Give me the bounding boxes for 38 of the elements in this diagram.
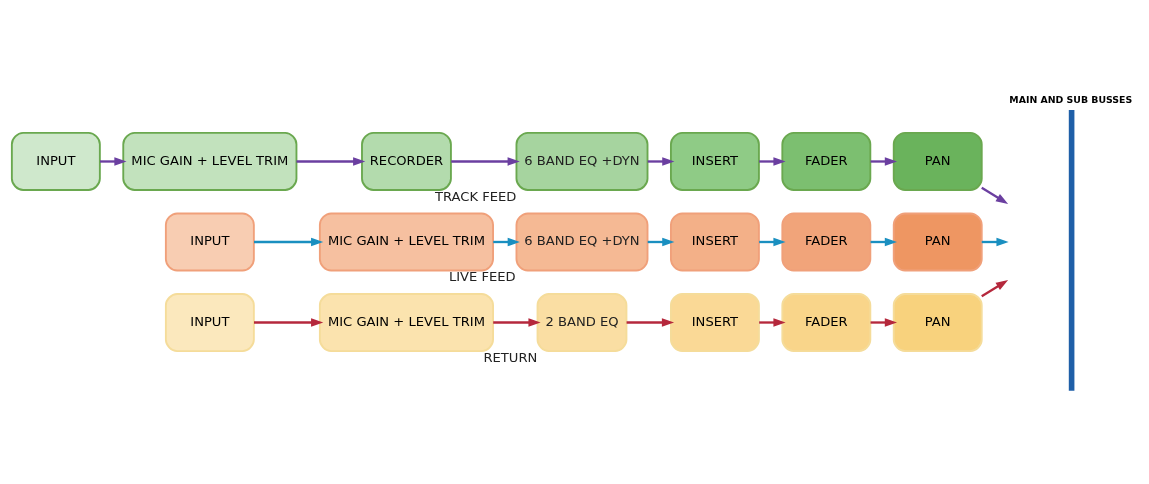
node-label: LIVE FEED — [448, 269, 516, 285]
node-box: INPUT — [164, 212, 255, 272]
arrow — [100, 157, 127, 166]
node-box: MIC GAIN + LEVEL TRIM — [318, 212, 494, 272]
node-box: PAN — [892, 132, 983, 191]
node-box: FADER — [781, 293, 872, 352]
node-box: MIC GAIN + LEVEL TRIM — [318, 293, 494, 352]
node-box: INSERT — [670, 212, 760, 272]
arrow — [981, 280, 1009, 298]
node-box: PAN — [892, 293, 983, 352]
node-box: 2 BAND EQ — [536, 293, 628, 352]
arrow — [870, 157, 897, 166]
arrow — [759, 318, 786, 327]
node-box: INPUT — [164, 293, 255, 352]
node-box: INPUT — [10, 132, 101, 191]
arrow — [296, 157, 366, 166]
node-box: MIC GAIN + LEVEL TRIM — [122, 132, 298, 191]
node-label: MAIN AND SUB BUSSES — [1009, 93, 1133, 105]
node-label: RETURN — [483, 349, 538, 365]
arrow — [626, 318, 675, 327]
node-box: RECORDER — [361, 132, 452, 191]
arrow — [647, 157, 675, 166]
arrow — [870, 318, 897, 327]
node-label: TRACK FEED — [435, 188, 517, 204]
node-box: INSERT — [670, 132, 760, 191]
arrow — [759, 157, 786, 166]
node-box: 6 BAND EQ +DYN — [515, 212, 649, 272]
arrow — [451, 157, 520, 166]
arrow — [254, 318, 324, 327]
node-box: PAN — [892, 212, 983, 272]
node-box: FADER — [781, 212, 872, 272]
arrow — [254, 237, 324, 247]
node-box: FADER — [781, 132, 872, 191]
node-box: 6 BAND EQ +DYN — [515, 132, 649, 191]
node-box — [1068, 110, 1075, 391]
arrow — [981, 186, 1009, 204]
node-box: INSERT — [670, 293, 760, 352]
arrow — [493, 318, 541, 327]
